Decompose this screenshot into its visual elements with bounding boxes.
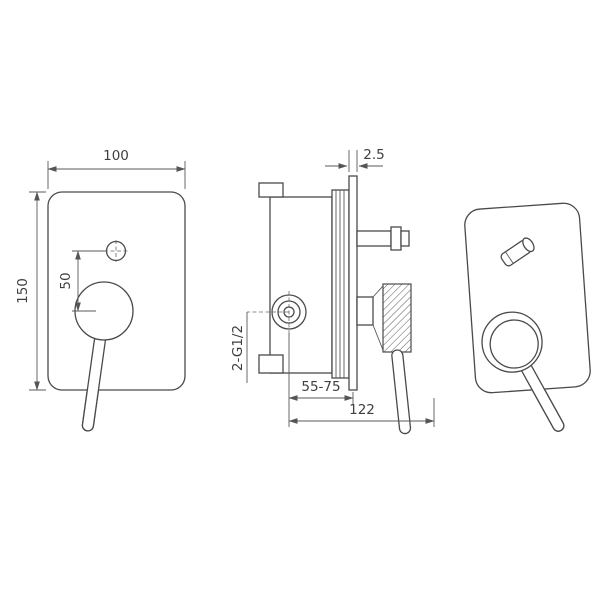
valve-body <box>269 196 333 374</box>
dim-plate-width-label: 100 <box>103 148 129 164</box>
persp-handle-hub-inner <box>489 319 539 369</box>
dim-button-offset-label: 50 <box>58 272 74 289</box>
diverter-knob-side <box>356 226 410 251</box>
side-view: 2.5 2-G1/2 55-75 122 <box>230 147 435 435</box>
dim-plate-height: 150 <box>15 191 46 391</box>
dim-total-depth: 122 <box>288 398 435 427</box>
dim-flange-thickness-label: 2.5 <box>363 147 384 163</box>
dim-plate-width: 100 <box>47 148 186 189</box>
dim-install-depth: 55-75 <box>288 333 354 427</box>
handle-hub-knurled <box>382 283 412 353</box>
dim-plate-height-label: 150 <box>15 278 31 304</box>
dim-button-offset: 50 <box>58 250 106 312</box>
valve-body-tab-top <box>258 182 284 198</box>
front-view: 100 150 50 <box>15 148 186 432</box>
wall-flange-section <box>348 175 358 391</box>
perspective-view <box>464 202 591 432</box>
callout-inlet-thread: 2-G1/2 <box>230 311 289 383</box>
dim-flange-thickness: 2.5 <box>325 147 385 172</box>
inlet-thread-label: 2-G1/2 <box>230 325 246 371</box>
dim-total-depth-label: 122 <box>349 402 375 418</box>
side-handle-lever <box>391 349 412 435</box>
dim-install-depth-label: 55-75 <box>301 379 340 395</box>
cartridge-stem <box>356 296 374 326</box>
persp-diverter-button <box>500 237 535 267</box>
valve-body-tab-bottom <box>258 354 284 374</box>
adjustable-sleeve <box>331 189 350 379</box>
